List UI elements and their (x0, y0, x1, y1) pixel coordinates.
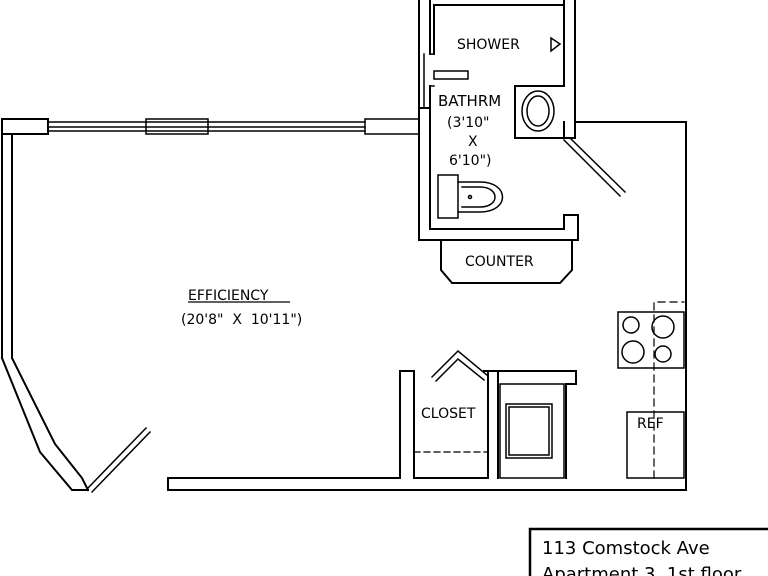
label-bathroom-dim-2: X (468, 134, 478, 150)
towel-bar (433, 70, 469, 80)
toilet (437, 174, 504, 219)
label-bathroom-dim-1: (3'10" (447, 115, 489, 131)
title-line-2: Apartment 3, 1st floor (542, 564, 742, 576)
bathroom-wall-right (514, 85, 576, 139)
label-bathroom: BATHRM (438, 92, 501, 110)
closet-door (430, 349, 490, 383)
label-efficiency-dim: (20'8" X 10'11") (181, 312, 302, 328)
exterior-wall-left (1, 118, 90, 492)
label-ref: REF (637, 416, 664, 432)
exterior-wall-west (0, 133, 89, 491)
sink (521, 90, 555, 132)
shower-jamb (423, 53, 435, 109)
cabinet-dashed (653, 301, 685, 479)
label-closet: CLOSET (421, 406, 476, 422)
label-counter: COUNTER (465, 254, 534, 270)
bathroom-wall-outer (418, 85, 579, 241)
shower-valve-icon (550, 36, 562, 53)
bathroom-door (562, 136, 627, 198)
label-efficiency: EFFICIENCY (188, 288, 269, 304)
stove (617, 311, 685, 369)
window-top (47, 118, 420, 135)
east-wall (167, 121, 687, 491)
label-shower: SHOWER (457, 37, 520, 53)
counter (440, 239, 573, 284)
title-block-border (528, 527, 768, 576)
utility-box (499, 383, 565, 479)
entry-door (86, 426, 169, 494)
refrigerator (626, 411, 685, 479)
label-bathroom-dim-3: 6'10") (449, 153, 491, 169)
closet-wall (483, 370, 577, 479)
title-line-1: 113 Comstock Ave (542, 538, 710, 559)
